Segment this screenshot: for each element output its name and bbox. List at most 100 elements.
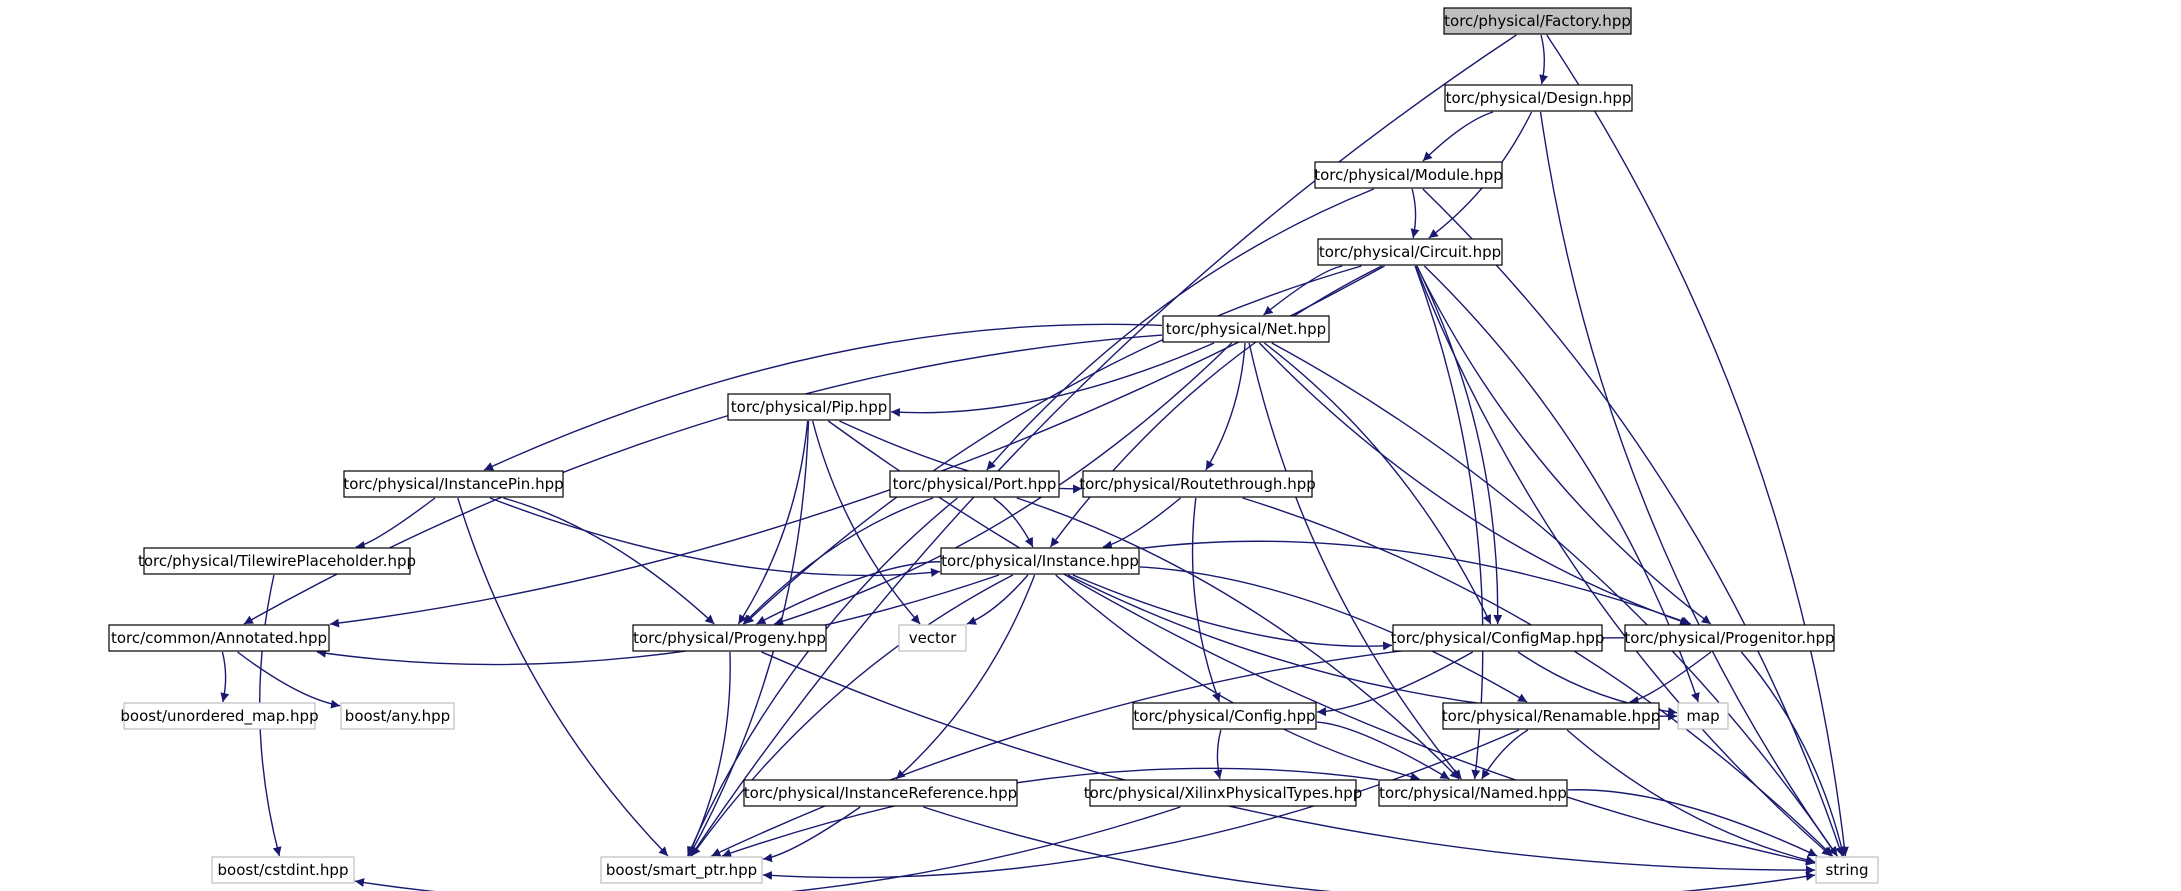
node-progenitor[interactable]: torc/physical/Progenitor.hpp (1624, 624, 1835, 652)
node-cstdint[interactable]: boost/cstdint.hpp (211, 856, 355, 884)
edge-instancepin-to-progeny (503, 497, 715, 625)
node-box (1089, 779, 1357, 807)
edge-factory-to-string (1546, 34, 1849, 857)
edge-routethrough-to-config (1191, 497, 1221, 703)
node-vector[interactable]: vector (898, 624, 967, 652)
edge-progeny-to-string (761, 651, 1816, 875)
node-box (1444, 84, 1633, 112)
node-named[interactable]: torc/physical/Named.hpp (1378, 779, 1568, 807)
node-label: torc/common/Annotated.hpp (111, 629, 327, 647)
node-label: boost/cstdint.hpp (218, 861, 349, 879)
edge-net-to-named (1248, 342, 1462, 780)
node-label: torc/physical/Pip.hpp (731, 398, 887, 416)
edge-factory-to-design (1539, 34, 1549, 85)
node-label: boost/smart_ptr.hpp (606, 861, 757, 880)
node-box (1314, 161, 1503, 189)
edge-named-to-smartptr (721, 767, 1379, 858)
node-label: torc/physical/Port.hpp (893, 475, 1057, 493)
node-factory: torc/physical/Factory.hpp (1443, 7, 1632, 35)
edge-net-to-string (1271, 342, 1838, 857)
edge-pip-to-string (827, 420, 1816, 866)
node-module[interactable]: torc/physical/Module.hpp (1314, 161, 1503, 189)
node-label: string (1825, 861, 1868, 879)
node-smartptr[interactable]: boost/smart_ptr.hpp (600, 856, 763, 884)
dependency-edges (220, 34, 1849, 891)
node-design[interactable]: torc/physical/Design.hpp (1444, 84, 1633, 112)
edge-instance-to-smartptr (691, 574, 1014, 857)
node-unordered[interactable]: boost/unordered_map.hpp (120, 702, 319, 730)
node-label: torc/physical/Factory.hpp (1444, 12, 1631, 30)
node-label: torc/physical/InstancePin.hpp (343, 475, 563, 493)
edge-renamable-to-named (1481, 729, 1529, 780)
edge-routethrough-to-instance (1102, 497, 1181, 550)
node-box (340, 702, 455, 730)
node-map[interactable]: map (1677, 702, 1729, 730)
edge-progenitor-to-smartptr (711, 637, 1625, 857)
node-label: torc/physical/InstanceReference.hpp (744, 784, 1017, 802)
node-label: vector (909, 629, 957, 647)
edge-instancepin-to-instance (489, 497, 941, 577)
node-circuit[interactable]: torc/physical/Circuit.hpp (1317, 238, 1503, 266)
node-label: boost/any.hpp (345, 707, 450, 725)
node-label: torc/physical/Net.hpp (1166, 320, 1326, 338)
node-label: torc/physical/Routethrough.hpp (1079, 475, 1316, 493)
node-tilewire[interactable]: torc/physical/TilewirePlaceholder.hpp (138, 547, 416, 575)
node-box (632, 624, 827, 652)
edge-configmap-to-config (1316, 651, 1474, 717)
node-pip[interactable]: torc/physical/Pip.hpp (727, 393, 891, 421)
node-box (1677, 702, 1729, 730)
node-routethrough[interactable]: torc/physical/Routethrough.hpp (1079, 470, 1316, 498)
node-xilinx[interactable]: torc/physical/XilinxPhysicalTypes.hpp (1084, 779, 1363, 807)
node-progeny[interactable]: torc/physical/Progeny.hpp (632, 624, 827, 652)
edge-instance-to-progeny (756, 561, 941, 625)
node-label: torc/physical/ConfigMap.hpp (1391, 629, 1605, 647)
node-instancepin[interactable]: torc/physical/InstancePin.hpp (343, 470, 564, 498)
edge-pip-to-vector (811, 420, 921, 625)
edge-progeny-to-smartptr (687, 651, 731, 857)
edge-circuit-to-configmap (1416, 265, 1503, 625)
edge-instref-to-smartptr (762, 806, 861, 863)
file-nodes: torc/physical/Factory.hpp torc/physical/D… (108, 7, 1879, 884)
node-box (1392, 624, 1603, 652)
node-port[interactable]: torc/physical/Port.hpp (889, 470, 1060, 498)
edge-net-to-progenitor (1258, 342, 1690, 626)
node-net[interactable]: torc/physical/Net.hpp (1162, 315, 1330, 343)
node-string[interactable]: string (1815, 856, 1879, 884)
node-box (889, 470, 1060, 498)
edge-annotated-to-any (237, 651, 341, 709)
node-config[interactable]: torc/physical/Config.hpp (1132, 702, 1317, 730)
node-instance[interactable]: torc/physical/Instance.hpp (940, 547, 1140, 575)
edge-factory-to-smartptr (690, 34, 1517, 857)
node-box (1442, 702, 1660, 730)
edge-instance-to-renamable (1139, 566, 1528, 703)
edge-pip-to-progeny (737, 420, 809, 625)
node-box (898, 624, 967, 652)
edge-net-to-progeny (773, 342, 1233, 626)
node-box (1082, 470, 1313, 498)
edge-circuit-to-progenitor (1416, 265, 1712, 625)
node-label: map (1686, 707, 1719, 725)
node-annotated[interactable]: torc/common/Annotated.hpp (108, 624, 330, 652)
edge-design-to-module (1422, 111, 1494, 162)
node-instref[interactable]: torc/physical/InstanceReference.hpp (743, 779, 1018, 807)
node-configmap[interactable]: torc/physical/ConfigMap.hpp (1391, 624, 1605, 652)
node-box (343, 470, 564, 498)
edge-instance-to-vector (966, 574, 1029, 625)
node-renamable[interactable]: torc/physical/Renamable.hpp (1442, 702, 1660, 730)
edge-annotated-to-unordered (220, 651, 230, 703)
edge-progenitor-to-renamable (1629, 651, 1712, 705)
edge-net-to-configmap (1263, 342, 1492, 625)
node-any[interactable]: boost/any.hpp (340, 702, 455, 730)
node-box (727, 393, 891, 421)
node-box (1317, 238, 1503, 266)
node-label: torc/physical/Renamable.hpp (1442, 707, 1660, 725)
edge-circuit-to-net (1263, 265, 1343, 316)
node-box (123, 702, 316, 730)
node-box (600, 856, 763, 884)
node-label: torc/physical/Instance.hpp (941, 552, 1139, 570)
node-box (1378, 779, 1568, 807)
edge-circuit-to-instance (1049, 265, 1383, 548)
node-box (211, 856, 355, 884)
edge-instance-to-progenitor (1139, 540, 1691, 626)
